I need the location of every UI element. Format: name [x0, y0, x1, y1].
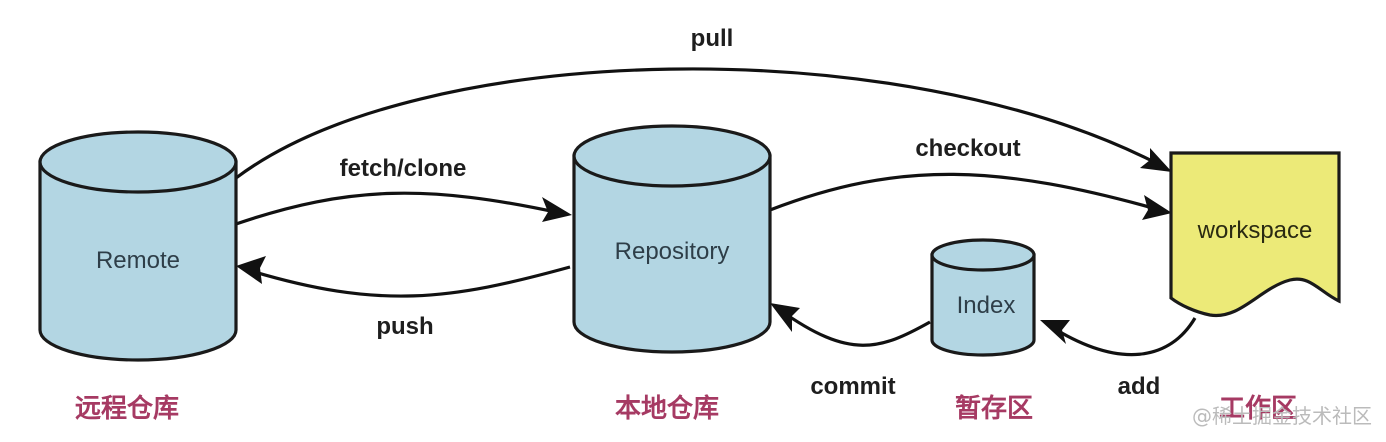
edge-pull-line: [235, 67, 1161, 180]
index-label: Index: [957, 292, 1016, 319]
edge-add-line: [1049, 317, 1197, 357]
edge-fetch-clone-arrowhead: [542, 197, 572, 222]
edge-label-push: push: [376, 313, 433, 340]
edge-push: [236, 256, 571, 298]
edge-add: [1040, 317, 1197, 357]
caption-index: 暂存区: [955, 393, 1033, 424]
remote-cylinder-body: [38, 160, 238, 362]
watermark: @稀土掘金技术社区: [1192, 404, 1372, 428]
edge-fetch-clone: [235, 191, 572, 226]
index-cylinder-body: [930, 253, 1036, 357]
edge-label-add: add: [1118, 373, 1161, 400]
caption-workspace: 工作区: [1219, 394, 1297, 424]
edge-pull-arrowhead: [1140, 148, 1172, 172]
caption-repository: 本地仓库: [615, 393, 719, 424]
edge-checkout-line: [769, 172, 1161, 212]
edge-push-arrowhead: [236, 256, 266, 284]
node-workspace: workspace: [1169, 151, 1341, 318]
repository-cylinder-top: [572, 124, 772, 188]
edge-add-arrowhead: [1040, 320, 1070, 344]
edge-push-line: [247, 265, 571, 298]
edge-label-checkout: checkout: [915, 135, 1020, 162]
edge-commit-arrowhead: [770, 303, 800, 332]
node-repository: Repository: [572, 124, 772, 354]
edge-checkout: [769, 172, 1172, 220]
node-index: Index: [930, 238, 1036, 357]
caption-remote: 远程仓库: [75, 393, 179, 424]
workspace-label: workspace: [1197, 217, 1313, 244]
index-cylinder-top: [930, 238, 1036, 272]
repository-cylinder-body: [572, 154, 772, 354]
remote-cylinder-top: [38, 130, 238, 194]
edge-commit: [770, 303, 931, 347]
edge-label-commit: commit: [810, 373, 895, 400]
workspace-document-shape: [1169, 151, 1341, 318]
node-remote: Remote: [38, 130, 238, 362]
edge-pull: [235, 67, 1172, 180]
edge-label-pull: pull: [691, 25, 734, 52]
remote-label: Remote: [96, 247, 180, 274]
edge-commit-line: [779, 308, 931, 347]
edge-fetch-clone-line: [235, 191, 561, 226]
repository-label: Repository: [615, 238, 730, 265]
edge-label-fetch-clone: fetch/clone: [340, 155, 467, 182]
edge-checkout-arrowhead: [1142, 195, 1172, 220]
